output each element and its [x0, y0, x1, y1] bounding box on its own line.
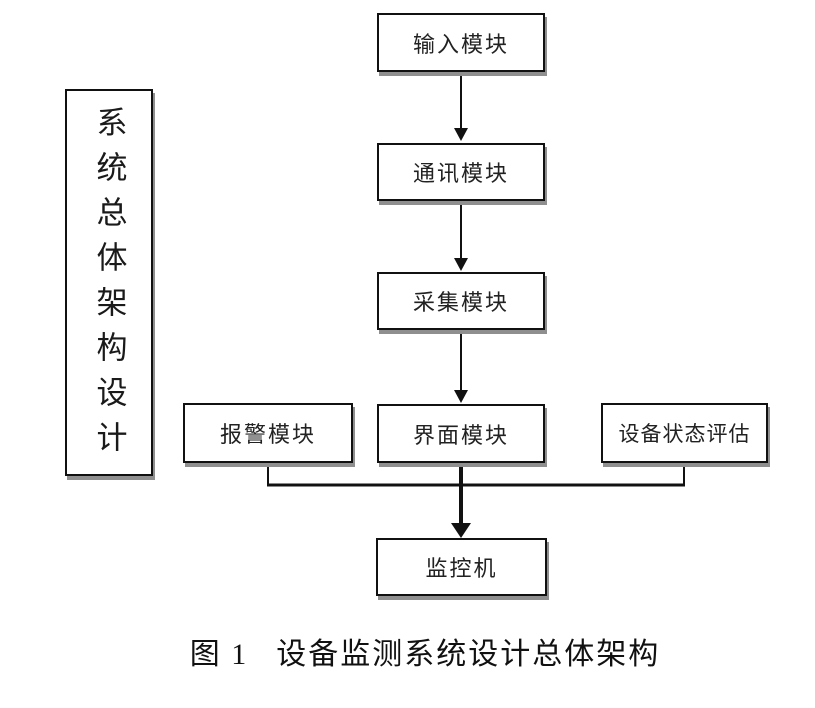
node-monitoring-machine: 监控机 — [376, 538, 547, 596]
arrow-interface-to-monitor-head — [451, 523, 471, 538]
node-interface-module: 界面模块 — [377, 404, 545, 463]
side-label-box: 系统总体架构设计 — [65, 89, 153, 476]
node-alarm-module: 报警模块 — [183, 403, 353, 463]
node-collection-module: 采集模块 — [377, 272, 545, 330]
side-label-text: 系统总体架构设计 — [91, 105, 127, 466]
node-input-module: 输入模块 — [377, 13, 545, 72]
figure-number: 图 1 — [189, 638, 249, 671]
node-device-status-assessment: 设备状态评估 — [601, 403, 768, 463]
arrow-input-to-comm-head — [454, 128, 468, 141]
node-communication-module: 通讯模块 — [377, 143, 545, 201]
figure-title: 设备监测系统设计总体架构 — [276, 638, 661, 671]
arrow-collect-to-interface-head — [454, 390, 468, 403]
figure-caption: 图 1 设备监测系统设计总体架构 — [35, 629, 815, 673]
arrow-comm-to-collect-head — [454, 258, 468, 271]
